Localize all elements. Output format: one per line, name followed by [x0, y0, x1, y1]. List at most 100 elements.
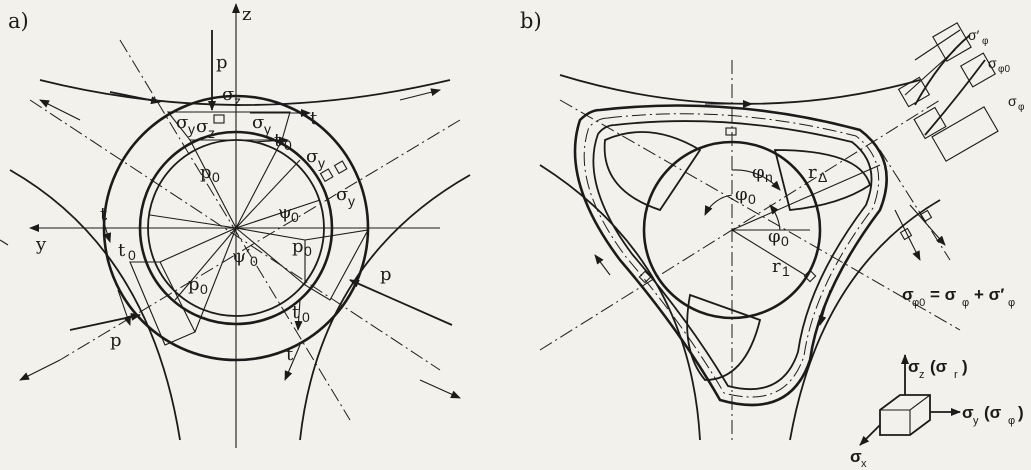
svg-text:φ: φ	[982, 36, 989, 47]
label-sigma-z-lower: σ	[196, 116, 208, 137]
label-sigma-y-top: σ	[252, 112, 264, 133]
svg-text:= σ: = σ	[930, 285, 957, 304]
pressure-arrow-right	[349, 279, 453, 326]
svg-text:z: z	[919, 369, 925, 381]
b-label-phi0-b: φ	[768, 226, 781, 247]
label-sigma-y-right-1: σ	[306, 146, 318, 167]
svg-text:z: z	[234, 93, 241, 109]
b-label-r1: r	[772, 256, 781, 277]
b-workpiece-outer	[573, 104, 888, 407]
label-sigma-y-left: σ	[176, 112, 188, 133]
panel-b: b)	[520, 9, 1025, 470]
svg-text:): )	[962, 357, 968, 376]
svg-text:φ: φ	[1008, 415, 1015, 427]
rotation-arrow-left	[19, 359, 61, 381]
label-t-top: t	[310, 108, 318, 129]
top-roller-curve	[39, 79, 451, 106]
svg-text:(σ: (σ	[930, 357, 948, 376]
svg-text:y: y	[348, 193, 355, 209]
b-stress-element-top	[725, 127, 737, 136]
svg-text:φ: φ	[962, 297, 969, 309]
svg-text:0: 0	[304, 243, 312, 259]
svg-text:0: 0	[200, 281, 208, 297]
svg-text:n: n	[765, 169, 773, 185]
svg-text:): )	[1018, 403, 1024, 422]
svg-text:1: 1	[782, 263, 790, 279]
label-p0-right: p	[292, 236, 304, 257]
b-label-sigma-phi0: σ	[988, 55, 997, 71]
stress-element-top	[213, 114, 225, 124]
b-label-axis-sigma-y: σ	[962, 403, 974, 422]
svg-text:0: 0	[302, 309, 310, 325]
svg-text:y: y	[188, 121, 195, 137]
b-angle-phi0-a	[704, 194, 733, 216]
b-stress-axes-cube	[859, 354, 961, 446]
panel-a-tag: a)	[8, 9, 29, 33]
b-lobe-right	[773, 149, 872, 211]
label-t0-top: t	[274, 130, 282, 151]
b-workpiece-inner	[592, 120, 873, 391]
svg-text:r: r	[954, 369, 958, 381]
b-diag-centerline-1	[539, 99, 941, 351]
label-sigma-z-top: σ	[222, 84, 234, 105]
right-contact-zone	[304, 229, 370, 301]
b-right-roller-curve	[789, 199, 941, 441]
svg-text:y: y	[318, 155, 325, 171]
b-stress-profile-sigma-phi	[931, 106, 999, 162]
rotation-arrow-right	[419, 379, 461, 399]
svg-text:x: x	[861, 458, 867, 470]
panel-a: a)	[0, 3, 471, 448]
svg-text:0: 0	[781, 233, 789, 249]
svg-text:(σ: (σ	[984, 403, 1002, 422]
b-angle-phi0-b	[769, 204, 781, 231]
svg-text:φ0: φ0	[912, 297, 925, 309]
label-psi0: ψ	[278, 202, 292, 223]
b-label-sigma-phi: σ	[1008, 93, 1017, 109]
svg-text:φ: φ	[1018, 102, 1025, 113]
svg-text:Δ: Δ	[818, 169, 827, 185]
b-label-r-delta: r	[808, 162, 817, 183]
label-z-axis: z	[242, 4, 251, 25]
ring-arrow-upper-left	[39, 99, 81, 121]
radial-fan-lines	[149, 139, 321, 333]
label-p0-top: p	[200, 162, 212, 183]
panel-b-tag: b)	[520, 9, 542, 33]
rotation-arrow-top	[109, 91, 161, 105]
label-t0-left: t	[118, 240, 126, 261]
b-radius-r-delta	[731, 164, 881, 231]
label-p-left: p	[110, 330, 122, 351]
svg-text:y: y	[973, 415, 979, 427]
svg-text:+ σ′: + σ′	[974, 285, 1004, 304]
b-stress-profile-sigma-phi-prime	[897, 22, 972, 108]
svg-text:0: 0	[291, 209, 299, 225]
b-angle-phi-n	[731, 169, 781, 191]
label-sigma-y-right-2: σ	[336, 184, 348, 205]
b-stress-profile-sigma-phi0	[913, 52, 997, 140]
b-formula: σ φ0 = σ φ + σ′ φ	[902, 285, 1015, 309]
label-t0-bottom: t	[292, 302, 300, 323]
b-lobe-bottom	[686, 293, 762, 381]
left-roller-curve	[9, 169, 181, 441]
label-psi0-prime: ψ′	[232, 246, 250, 267]
label-y-axis: y	[35, 234, 47, 255]
right-roller-curve	[299, 174, 471, 441]
label-t-left: t	[100, 204, 108, 225]
b-top-roller-curve	[559, 74, 921, 105]
b-lobe-upper-left	[603, 131, 702, 212]
svg-text:0: 0	[128, 247, 136, 263]
svg-text:0: 0	[748, 191, 756, 207]
svg-text:φ: φ	[1008, 297, 1015, 309]
ring-arrow-upper-right	[399, 88, 441, 101]
b-label-phi0-a: φ	[735, 184, 748, 205]
svg-text:0: 0	[212, 169, 220, 185]
b-radius-r1	[731, 229, 806, 276]
b-label-axis-sigma-x: σ	[850, 447, 862, 466]
stress-element-right	[319, 168, 334, 183]
svg-text:φ0: φ0	[998, 64, 1010, 75]
left-contact-zone	[129, 261, 196, 346]
label-t-bottom: t	[286, 344, 294, 365]
b-label-phi-n: φ	[752, 162, 765, 183]
label-p-top: p	[216, 52, 228, 73]
